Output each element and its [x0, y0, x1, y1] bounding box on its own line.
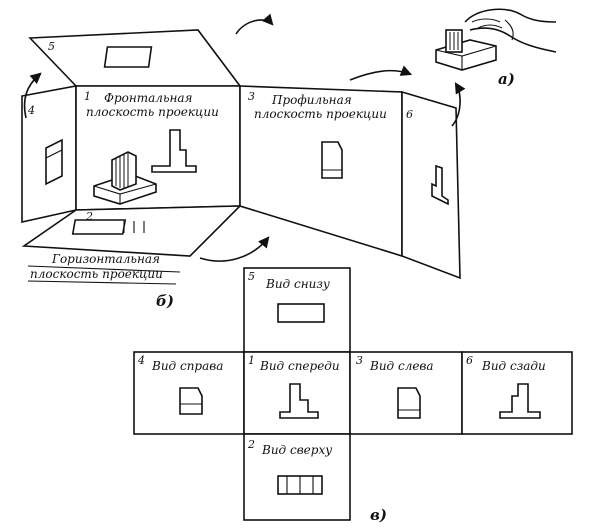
profile-plane-3: 3 Профильная плоскость проекции [239, 85, 403, 258]
rotation-arrow-back [451, 82, 466, 127]
caption-v: в) [370, 506, 387, 524]
horizontal-plane-label-1: Горизонтальная [51, 252, 160, 266]
horizontal-plane-2: 2 [21, 205, 242, 257]
view-box-back [461, 351, 573, 435]
view-label-front: Вид спереди [259, 359, 340, 373]
caption-b: б) [156, 292, 174, 310]
rotation-arrow-top [235, 13, 274, 35]
view-number: 2 [247, 438, 255, 451]
back-plane-6: 6 [401, 90, 461, 280]
rotation-arrow-left [23, 72, 42, 119]
view-box-front [243, 351, 351, 435]
frontal-plane-label-2: плоскость проекции [86, 105, 219, 119]
view-label-right: Вид справа [151, 359, 223, 373]
front-view-silhouette [151, 129, 197, 173]
top-plane-number: 5 [48, 40, 55, 53]
caption-a: а) [498, 70, 515, 88]
view-label-bottom: Вид снизу [265, 277, 330, 291]
left-plane-4: 4 [21, 85, 77, 223]
rotation-arrow-bottom [199, 236, 270, 262]
hand-holding-part-illustration [435, 8, 557, 71]
rotation-arrow-profile [349, 65, 413, 81]
profile-plane-label-2: плоскость проекции [254, 107, 387, 121]
view-label-top: Вид сверху [261, 443, 332, 457]
view-number: 1 [248, 354, 255, 367]
view-box-right [133, 351, 245, 435]
view-number: 5 [248, 270, 255, 283]
frontal-plane-number: 1 [84, 90, 91, 103]
frontal-plane-label-1: Фронтальная [104, 91, 193, 105]
horizontal-plane-number: 2 [85, 210, 93, 223]
view-box-left [349, 351, 463, 435]
view-label-back: Вид сзади [481, 359, 546, 373]
view-number: 3 [356, 354, 363, 367]
view-number: 6 [466, 354, 473, 367]
left-plane-number: 4 [27, 104, 35, 117]
view-number: 4 [137, 354, 145, 367]
isometric-part [93, 151, 157, 205]
unfolded-views: 5 Вид снизу 4 Вид справа 1 Вид спереди 3… [133, 267, 573, 521]
view-label-left: Вид слева [369, 359, 434, 373]
top-plane-5: 5 [28, 29, 242, 87]
back-plane-number: 6 [406, 108, 413, 121]
frontal-plane-1: 1 Фронтальная плоскость проекции [75, 85, 241, 211]
profile-plane-label-1: Профильная [271, 93, 352, 107]
profile-plane-number: 3 [248, 90, 255, 103]
